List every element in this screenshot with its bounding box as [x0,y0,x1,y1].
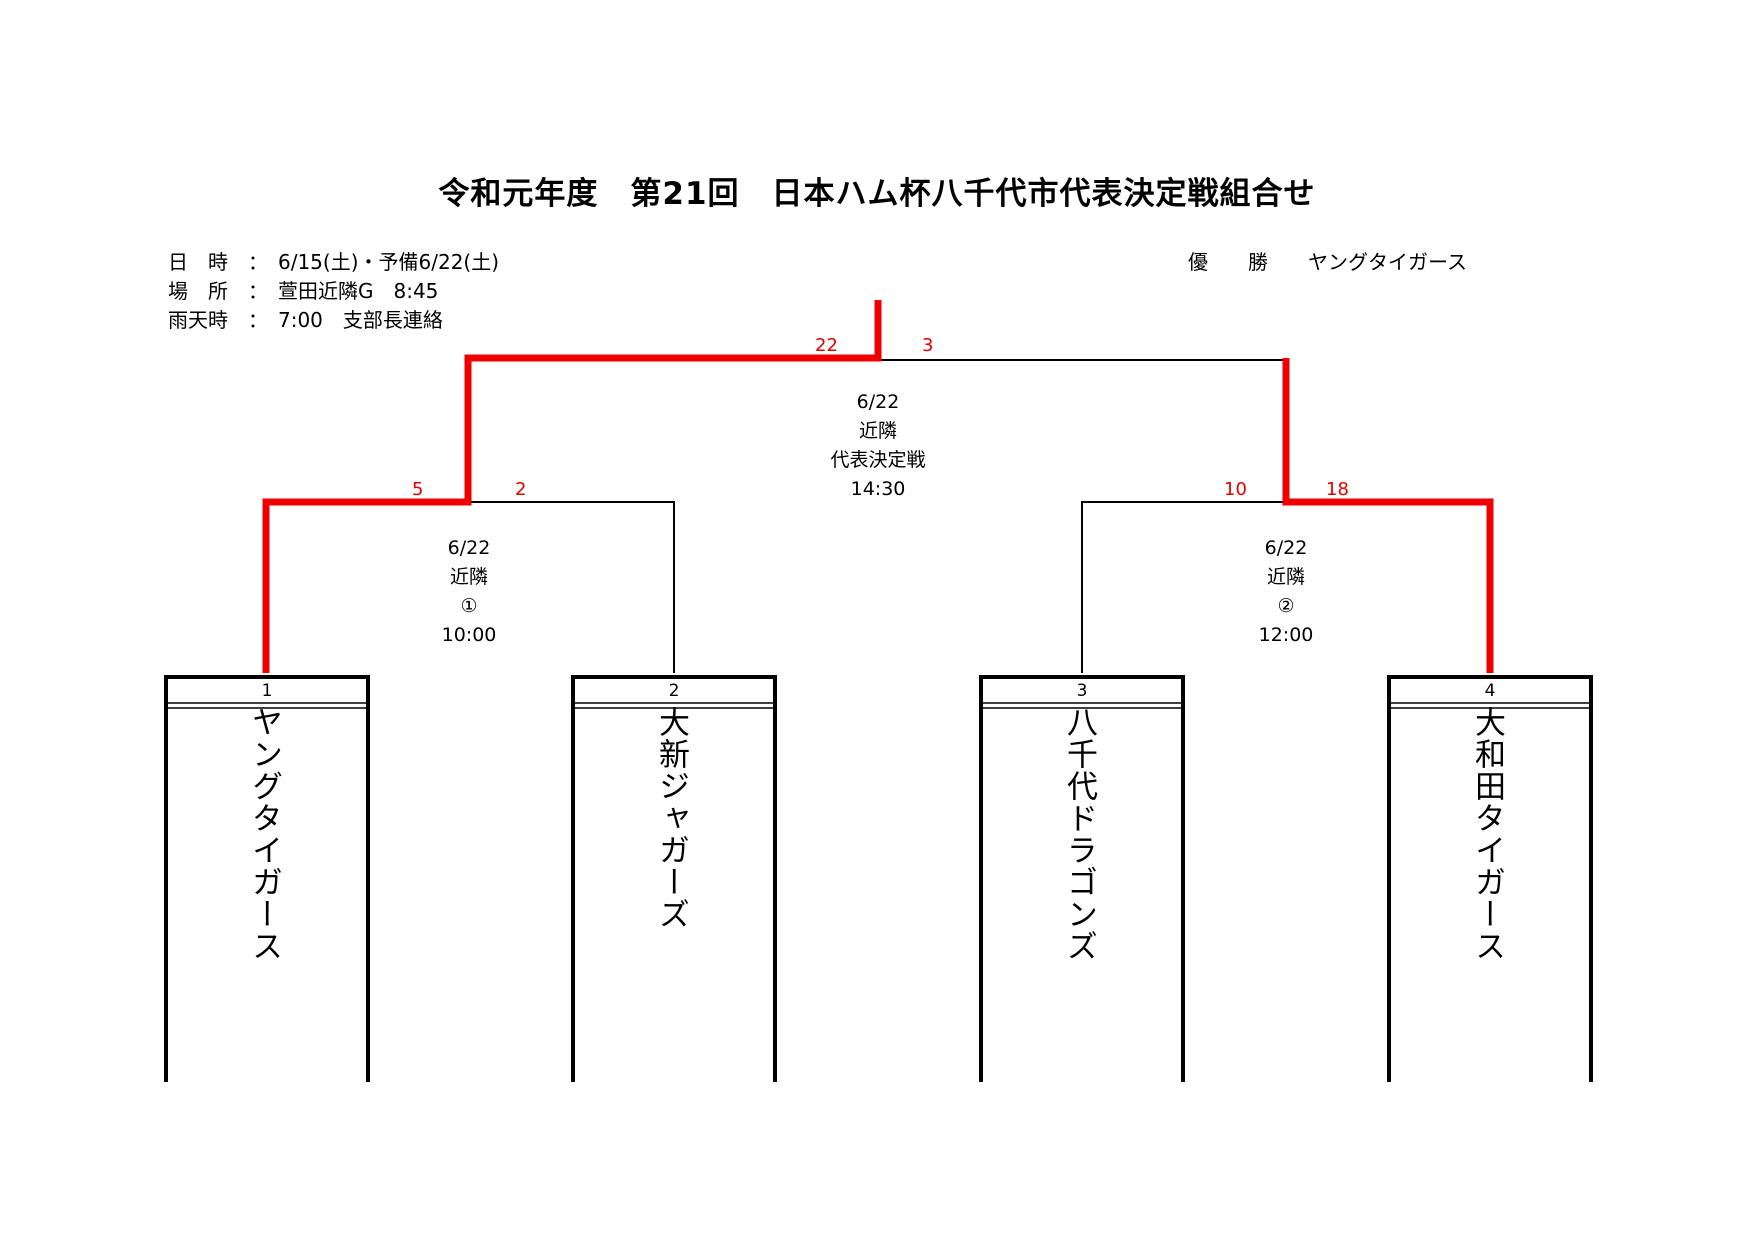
semi1-place: 近隣 [449,566,488,588]
team-name-2: 大新ジャガーズ [653,706,689,930]
final-score-left: 22 [815,335,838,356]
final-date: 6/22 [856,391,900,413]
final-time: 14:30 [850,478,906,500]
winner-path-line [262,300,882,673]
team-box-1 [164,675,370,1082]
team-box-3 [979,675,1185,1082]
final-place: 近隣 [858,420,897,442]
semi1-right-line [470,501,675,673]
semi1-score-right: 2 [515,479,527,500]
semi2-place: 近隣 [1266,566,1305,588]
team-box-2 [571,675,777,1082]
semi2-time: 12:00 [1258,624,1314,646]
team-box-4 [1387,675,1593,1082]
semi2-winner-line [1282,358,1494,673]
info-date: 日 時 ： 6/15(土)・予備6/22(土) [168,250,500,274]
semi1-time: 10:00 [441,624,497,646]
semi2-date: 6/22 [1264,537,1308,559]
bracket-red-lines [262,300,1494,673]
team-number-4: 4 [1484,681,1496,701]
final-score-right: 3 [922,335,934,356]
info-rain: 雨天時 ： 7:00 支部長連絡 [168,308,443,332]
semi2-match-info: 6/22 近隣 ② 12:00 [1216,534,1356,650]
team-name-1: ヤングタイガース [246,706,282,962]
semi1-date: 6/22 [447,537,491,559]
team-boxes [164,675,1593,1082]
info-place: 場 所 ： 萱田近隣G 8:45 [168,279,439,303]
semi1-score-left: 5 [412,479,424,500]
team-number-2: 2 [668,681,680,701]
page-title: 令和元年度 第21回 日本ハム杯八千代市代表決定戦組合せ [438,176,1316,212]
final-match-info: 6/22 近隣 代表決定戦 14:30 [808,388,948,504]
semi2-left-line [1081,501,1286,673]
semi2-score-left: 10 [1224,479,1247,500]
final-label: 代表決定戦 [830,449,926,471]
semi1-match-info: 6/22 近隣 ① 10:00 [399,534,539,650]
winner-label: 優 勝 ヤングタイガース [1188,250,1467,274]
team-number-1: 1 [261,681,273,701]
team-name-4: 大和田タイガース [1469,706,1505,962]
semi1-label: ① [460,595,478,617]
team-number-3: 3 [1076,681,1088,701]
semi2-label: ② [1277,595,1295,617]
semi2-score-right: 18 [1326,479,1349,500]
team-name-3: 八千代ドラゴンズ [1061,706,1097,962]
